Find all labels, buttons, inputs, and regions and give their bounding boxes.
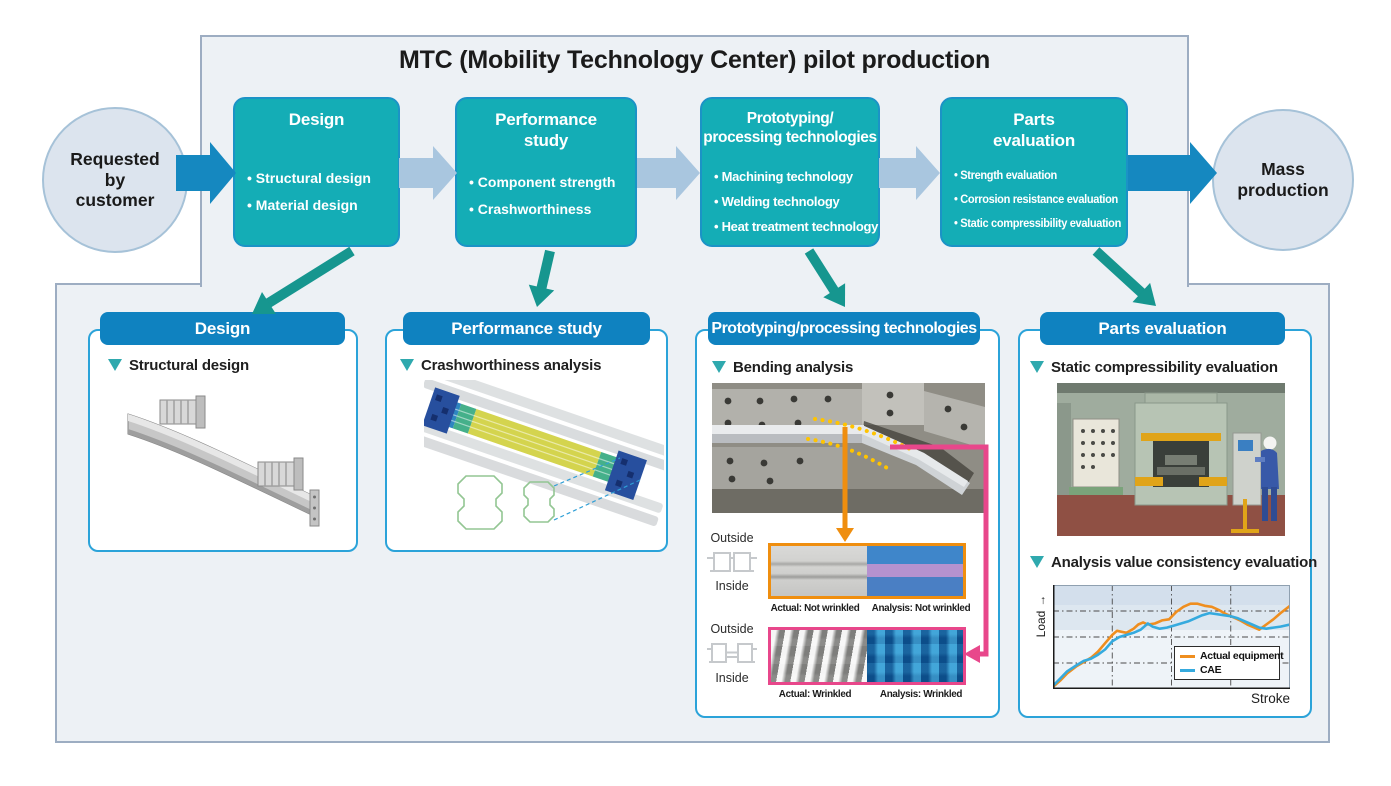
panel-header-design: Design [100,312,345,345]
process-box-bullets: Strength evaluation Corrosion resistance… [954,164,1121,236]
process-box-bullets: Machining technology Welding technology … [714,164,879,239]
chart-y-axis-label: Load → [1034,594,1048,638]
analysis-not-wrinkled-image [867,546,963,596]
cae-line-swatch [1180,668,1195,672]
actual-caption: Actual: Not wrinkled [770,602,860,614]
legend-entry: CAE [1180,664,1274,676]
section-label-structural-design: Structural design [108,356,249,374]
fea-crash-simulation [424,380,664,530]
bullet-item: Welding technology [714,189,876,214]
bullet-item: Structural design [247,165,396,192]
page-title: MTC (Mobility Technology Center) pilot p… [398,46,991,74]
process-box-title: Prototyping/ processing technologies [703,110,877,146]
inside-label: Inside [715,671,749,685]
bullet-item: Component strength [469,169,633,196]
process-box-parts-evaluation: Parts evaluation Strength evaluation Cor… [940,97,1128,247]
legend-entry: Actual equipment [1180,650,1284,662]
caption-row: Actual: Not wrinkled Analysis: Not wrink… [762,602,974,614]
panel-header-prototyping: Prototyping/processing technologies [708,312,980,345]
section-marker-icon [1030,361,1044,373]
caption-row: Actual: Wrinkled Analysis: Wrinkled [762,688,974,700]
section-label-crashworthiness: Crashworthiness analysis [400,356,601,374]
actual-not-wrinkled-image [771,546,867,596]
panel-header-performance-study: Performance study [403,312,650,345]
section-marker-icon [108,359,122,371]
press-machine-photo [1057,383,1285,536]
tube-bending-fixture-photo [712,383,985,513]
process-box-bullets: Structural design Material design [247,165,396,219]
narrow-cell-cross-section-icon [707,643,757,663]
mass-production-node: Mass production [1212,109,1354,251]
outside-label: Outside [710,622,754,636]
bullet-item: Heat treatment technology [714,214,879,239]
wide-cell-cross-section-icon [707,552,757,572]
process-box-prototyping: Prototyping/ processing technologies Mac… [700,97,880,247]
process-box-title: Parts evaluation [992,110,1076,150]
bullet-item: Crashworthiness [469,196,633,223]
section-marker-icon [400,359,414,371]
process-box-title: Performance study [495,110,597,150]
requested-by-customer-node: Requested by customer [42,107,188,253]
process-box-performance-study: Performance study Component strength Cra… [455,97,637,247]
actual-wrinkled-image [771,630,867,682]
chart-x-axis-label: Stroke [1250,691,1290,706]
section-marker-icon [1030,556,1044,568]
inside-label: Inside [715,579,749,593]
section-label-static-compressibility: Static compressibility evaluation [1030,358,1278,376]
bullet-item: Machining technology [714,164,876,189]
not-wrinkled-image-pair [768,543,966,599]
bullet-item: Static compressibility evaluation [954,212,1121,236]
process-box-title: Design [288,110,345,129]
chart-series-lines [1053,602,1290,689]
analysis-caption: Analysis: Wrinkled [879,688,963,700]
section-label-analysis-consistency: Analysis value consistency evaluation [1030,553,1317,571]
actual-equipment-line-swatch [1180,654,1195,658]
analysis-wrinkled-image [867,630,963,682]
actual-caption: Actual: Wrinkled [778,688,852,700]
up-arrow-icon: → [1034,594,1048,607]
section-marker-icon [712,361,726,373]
section-label-bending-analysis: Bending analysis [712,358,853,376]
chart-legend: Actual equipment CAE [1174,646,1284,680]
panel-header-parts-evaluation: Parts evaluation [1040,312,1285,345]
bullet-item: Material design [247,192,396,219]
outside-label: Outside [710,531,754,545]
process-box-bullets: Component strength Crashworthiness [469,169,633,223]
bullet-item: Strength evaluation [954,164,1117,188]
process-box-design: Design Structural design Material design [233,97,400,247]
wrinkled-image-pair [768,627,966,685]
analysis-caption: Analysis: Not wrinkled [871,602,971,614]
bumper-beam-3d-render [127,395,320,527]
bullet-item: Corrosion resistance evaluation [954,188,1118,212]
